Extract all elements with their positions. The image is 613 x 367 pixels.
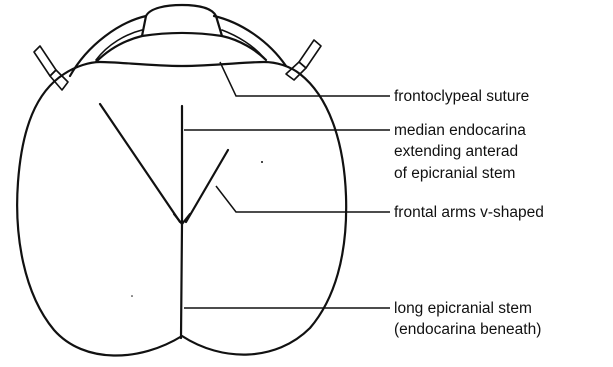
- label-median-endocarina-line2: extending anterad: [394, 143, 518, 160]
- frontal-arm-right: [186, 150, 228, 222]
- genal-outer-arc: [70, 16, 146, 76]
- speck-2: [131, 295, 133, 297]
- frontal-arm-left: [100, 104, 180, 222]
- label-frontal-arms: frontal arms v-shaped: [394, 204, 544, 221]
- label-epicranial-stem-line2: (endocarina beneath): [394, 321, 541, 338]
- speck-1: [261, 161, 263, 163]
- label-median-endocarina-line1: median endocarina: [394, 122, 526, 139]
- epicranial-stem: [181, 224, 182, 338]
- label-frontoclypeal-suture: frontoclypeal suture: [394, 88, 529, 105]
- antenna-right: [286, 40, 321, 80]
- label-median-endocarina-line3: of epicranial stem: [394, 165, 515, 182]
- genal-outer-arc-right: [214, 16, 286, 66]
- label-epicranial-stem-line1: long epicranial stem: [394, 300, 532, 317]
- leader-frontal-arms: [216, 186, 390, 212]
- labrum: [142, 5, 222, 36]
